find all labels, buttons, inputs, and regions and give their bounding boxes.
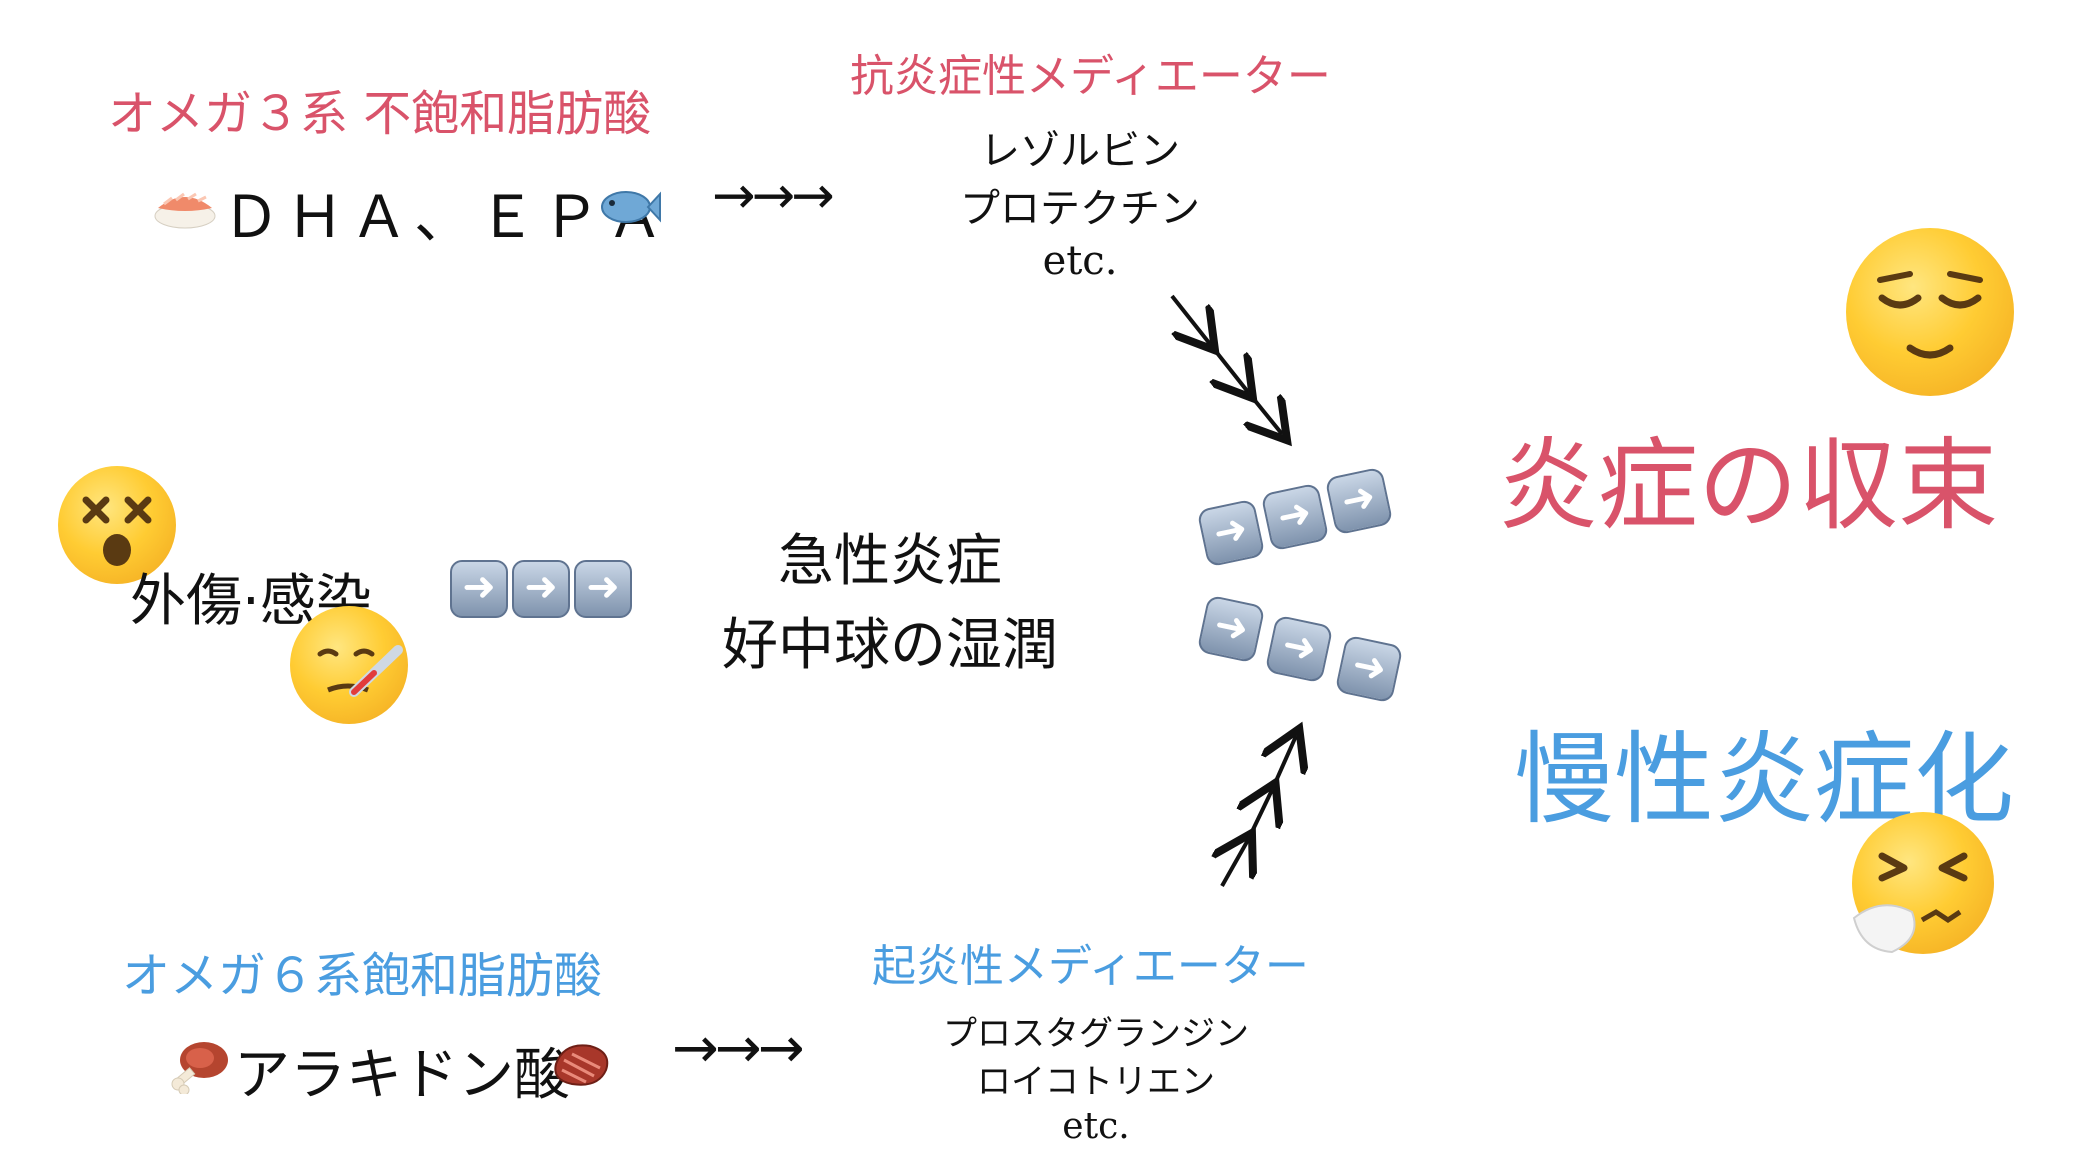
omega3-mediator-3: etc. <box>1042 238 1118 284</box>
arrow-right-icon <box>1324 466 1394 536</box>
omega3-items: ＤＨＡ、ＥＰＡ <box>222 183 671 251</box>
arrow-right-icon <box>512 560 570 618</box>
omega6-arrow: →→→ <box>672 1016 805 1081</box>
thermometer-face-icon <box>290 606 408 724</box>
neutrophil-infiltration: 好中球の湿潤 <box>722 613 1058 678</box>
omega6-mediator-3: etc. <box>1062 1106 1130 1147</box>
arrow-right-icon <box>450 560 508 618</box>
omega3-mediator-2: プロテクチン <box>960 186 1200 232</box>
arrow-right-icon <box>1334 634 1404 704</box>
steak-icon <box>550 1040 612 1094</box>
fish-icon <box>596 184 662 234</box>
omega6-mediator-2: ロイコトリエン <box>977 1062 1215 1102</box>
arrow-right-icon <box>1196 594 1266 664</box>
omega3-arrow: →→→ <box>712 166 835 226</box>
omega3-title: オメガ３系 不飽和脂肪酸 <box>108 86 652 142</box>
omega6-items: アラキドン酸 <box>234 1043 570 1108</box>
omega3-mediator-1: レゾルビン <box>980 128 1180 174</box>
dizzy-face-icon <box>58 466 176 584</box>
arrow-right-icon <box>1196 498 1266 568</box>
arrow-right-icon <box>1264 614 1334 684</box>
pro-inflammatory-mediator-title: 起炎性メディエーター <box>872 941 1309 992</box>
sushi-icon <box>152 180 218 236</box>
anti-inflammatory-mediator-title: 抗炎症性メディエーター <box>850 51 1331 102</box>
omega6-title: オメガ６系飽和脂肪酸 <box>122 948 603 1004</box>
outcome-resolution: 炎症の収束 <box>1498 427 1998 544</box>
omega6-mediator-1: プロスタグランジン <box>943 1014 1249 1054</box>
meat-on-bone-icon <box>170 1036 232 1098</box>
acute-inflammation: 急性炎症 <box>778 529 1002 594</box>
relieved-face-icon <box>1846 228 2014 396</box>
arrow-right-icon <box>1260 482 1330 552</box>
arrow-right-icon <box>574 560 632 618</box>
sneezing-face-icon <box>1852 812 1994 954</box>
